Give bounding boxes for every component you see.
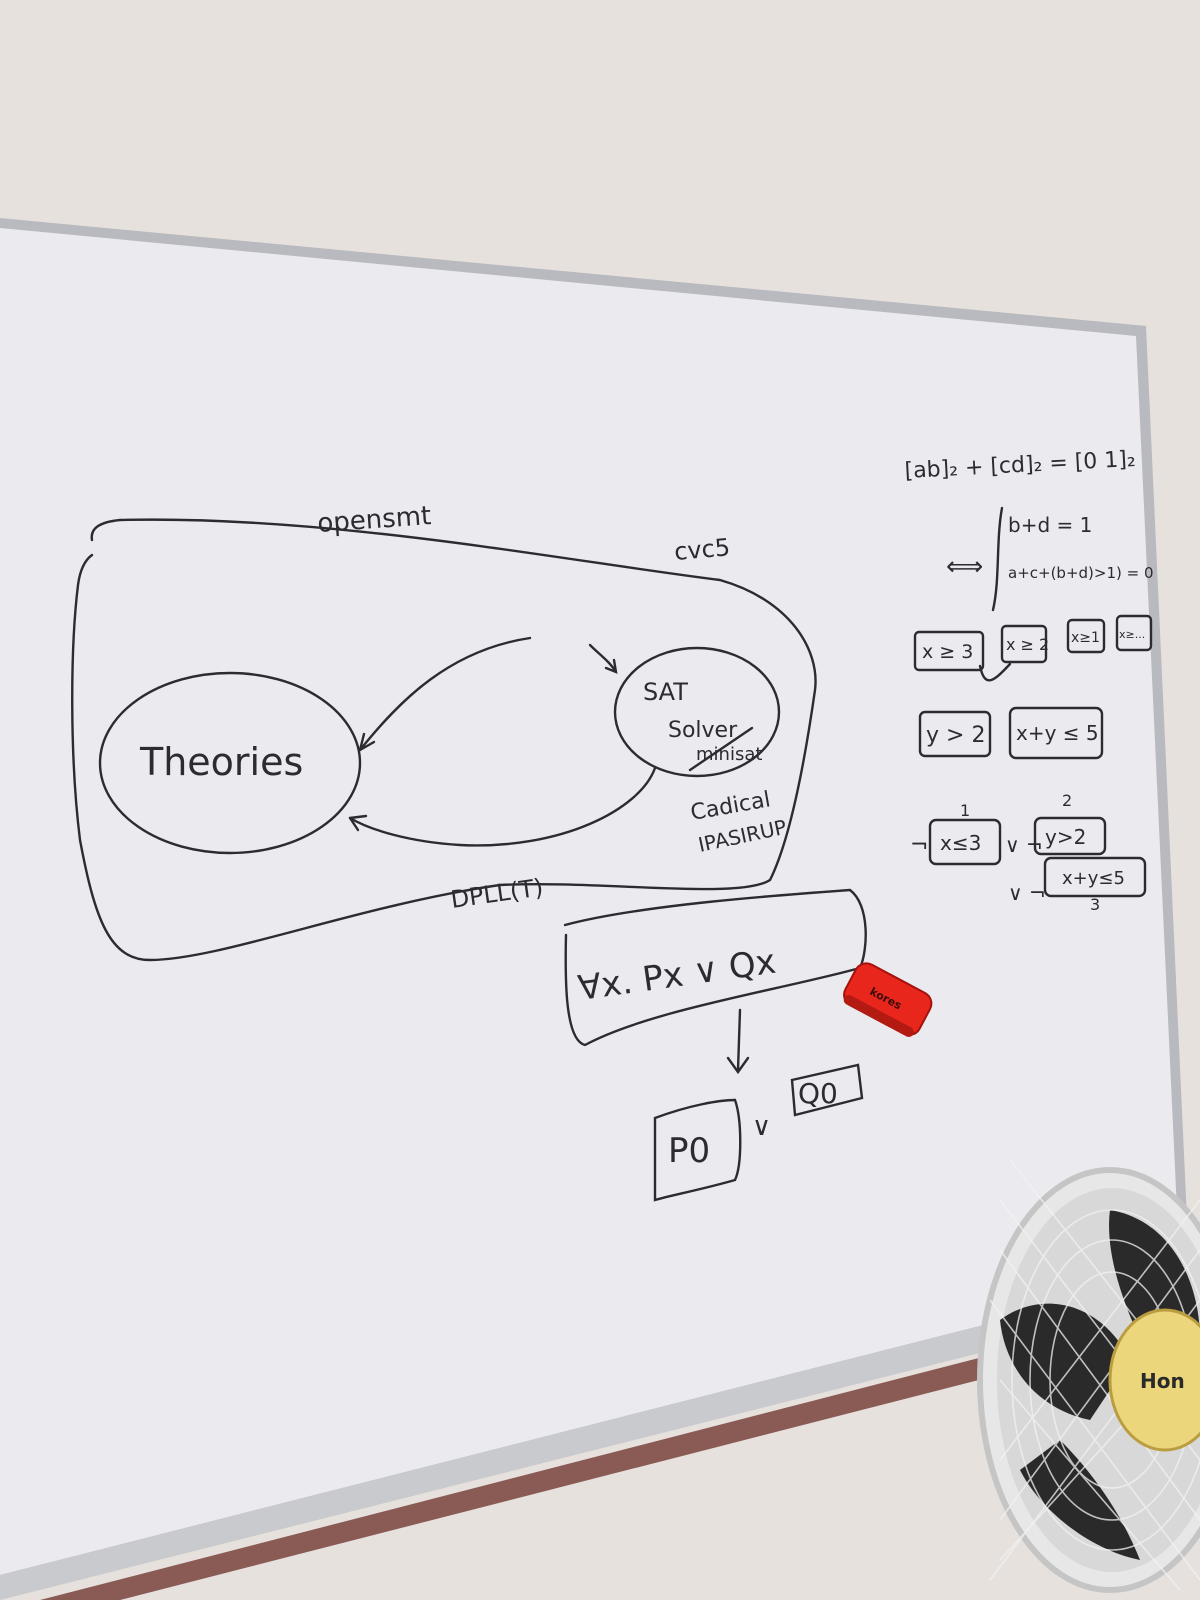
atom-box-2	[1000, 624, 1048, 664]
clause-atom1: x≤3	[940, 831, 981, 855]
arrow-sat-to-theories	[358, 636, 532, 752]
sat-line2: Solver	[668, 718, 738, 743]
inst-p: P0	[668, 1131, 710, 1171]
eq-line1: b+d = 1	[1008, 513, 1092, 537]
clause-atom2: y>2	[1045, 825, 1086, 849]
clause-or-2: ∨ ¬	[1008, 881, 1046, 905]
q0-box	[790, 1063, 864, 1117]
drawings	[71, 506, 1153, 1202]
sat-line1: SAT	[643, 678, 688, 706]
clause-atom3: x+y≤5	[1062, 868, 1125, 889]
atom-6: x+y ≤ 5	[1016, 721, 1099, 745]
inst-or: ∨	[752, 1112, 771, 1142]
atom-2: x ≥ 2	[1006, 635, 1049, 654]
index-2: 2	[1062, 791, 1072, 810]
atom-4: x≥...	[1119, 628, 1145, 641]
p0-box	[653, 1098, 742, 1202]
sat-circle	[613, 646, 781, 778]
wall-trim	[40, 1350, 1010, 1600]
atom-5: y > 2	[926, 723, 985, 748]
clause-box-1	[928, 818, 1002, 866]
instantiation-arrow	[726, 1008, 750, 1075]
whiteboard	[0, 228, 1180, 1575]
inst-q: Q0	[798, 1077, 838, 1110]
board-tray	[0, 1275, 1190, 1600]
arrow-theories-to-sat	[348, 766, 657, 847]
atom-box-3	[1066, 618, 1106, 654]
atom-box-5	[918, 710, 992, 758]
label-cvc5: cvc5	[673, 533, 731, 566]
index-1: 1	[960, 801, 970, 820]
label-theories: Theories	[139, 740, 303, 784]
eq-iff: ⟺	[946, 552, 983, 582]
clause-box-3	[1043, 856, 1147, 898]
atom-1: x ≥ 3	[922, 641, 973, 663]
theories-circle	[98, 671, 362, 855]
handwriting: opensmt cvc5 Theories SAT Solver minisat…	[139, 447, 1154, 1171]
eraser: kores	[843, 962, 933, 1037]
atom-box-4	[1115, 614, 1153, 652]
sat-line3: minisat	[696, 744, 762, 765]
clause-box-2	[1033, 816, 1107, 856]
opensmt-boundary	[71, 518, 817, 962]
atom-3: x≥1	[1071, 630, 1100, 646]
clause-or: ∨ ¬	[1005, 833, 1043, 857]
fan-brand: Hon	[1140, 1369, 1185, 1393]
atom-box-6	[1008, 706, 1104, 760]
desk-fan: Hon	[977, 1159, 1200, 1593]
clause-neg: ¬	[910, 833, 928, 858]
eq-line2: a+c+(b+d)>1) = 0	[1008, 564, 1154, 582]
index-3: 3	[1090, 895, 1100, 914]
atom-box-1	[913, 630, 985, 672]
